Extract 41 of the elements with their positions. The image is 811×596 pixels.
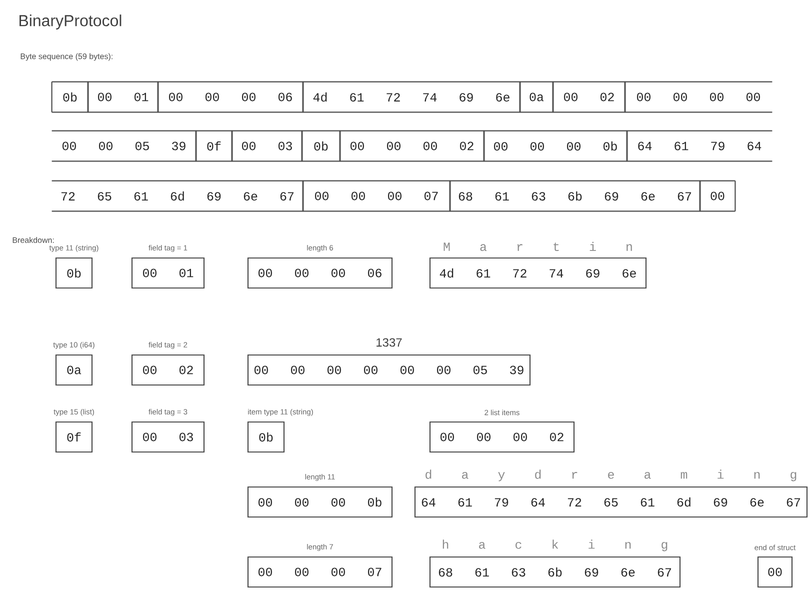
byte-box: 00 00 00 07 — [247, 556, 393, 588]
character-label: h a c k i n g — [442, 540, 668, 552]
byte-box: 0b — [55, 257, 93, 289]
byte-box: 68 61 63 6b 69 6e 67 — [429, 556, 681, 588]
byte-box: 00 00 00 0b — [247, 486, 393, 518]
byte-cell: 00 00 00 00 — [624, 81, 772, 113]
byte-cell: 00 — [699, 180, 736, 212]
byte-cell: 0a — [519, 81, 554, 113]
value-label: 1337 — [376, 338, 402, 347]
byte-box: 00 02 — [131, 354, 205, 386]
byte-box: 00 — [757, 556, 793, 588]
byte-cell: 0b — [51, 81, 89, 113]
byte-box: 00 03 — [131, 421, 205, 453]
byte-box: 00 00 00 00 00 00 05 39 — [247, 354, 531, 386]
title: BinaryProtocol — [20, 14, 122, 30]
byte-cell: 0f — [195, 130, 233, 162]
character-label: M a r t i n — [444, 242, 632, 252]
byte-cell: 64 61 79 64 — [626, 130, 772, 162]
byte-cell: 00 00 00 06 — [157, 81, 304, 113]
byte-cell: 00 00 00 02 — [339, 130, 485, 162]
section-label: Breakdown: — [12, 237, 54, 243]
byte-box: 00 01 — [131, 257, 205, 289]
byte-cell: 0b — [301, 130, 341, 162]
byte-cell: 00 02 — [552, 81, 626, 113]
byte-cell: 72 65 61 6d 69 6e 67 — [52, 180, 304, 212]
byte-box: 0a — [55, 354, 93, 386]
byte-cell: 68 61 63 6b 69 6e 67 — [449, 180, 701, 212]
byte-box: 4d 61 72 74 69 6e — [429, 257, 647, 289]
byte-cell: 00 00 00 0b — [483, 130, 628, 162]
byte-box: 0b — [247, 421, 285, 453]
byte-box: 0f — [55, 421, 93, 453]
byte-cell: 00 03 — [231, 130, 303, 162]
byte-box: 00 00 00 02 — [429, 421, 575, 453]
character-label: d a y d r e a m i n g — [426, 470, 796, 482]
byte-cell: 00 01 — [87, 81, 159, 113]
byte-box: 00 00 00 06 — [247, 257, 393, 289]
byte-cell: 00 00 00 07 — [302, 180, 451, 212]
byte-cell: 00 00 05 39 — [52, 130, 197, 162]
byte-box: 64 61 79 64 72 65 61 6d 69 6e 67 — [414, 486, 808, 518]
byte-cell: 4d 61 72 74 69 6e — [302, 81, 521, 113]
section-label: Byte sequence (59 bytes): — [20, 53, 112, 61]
